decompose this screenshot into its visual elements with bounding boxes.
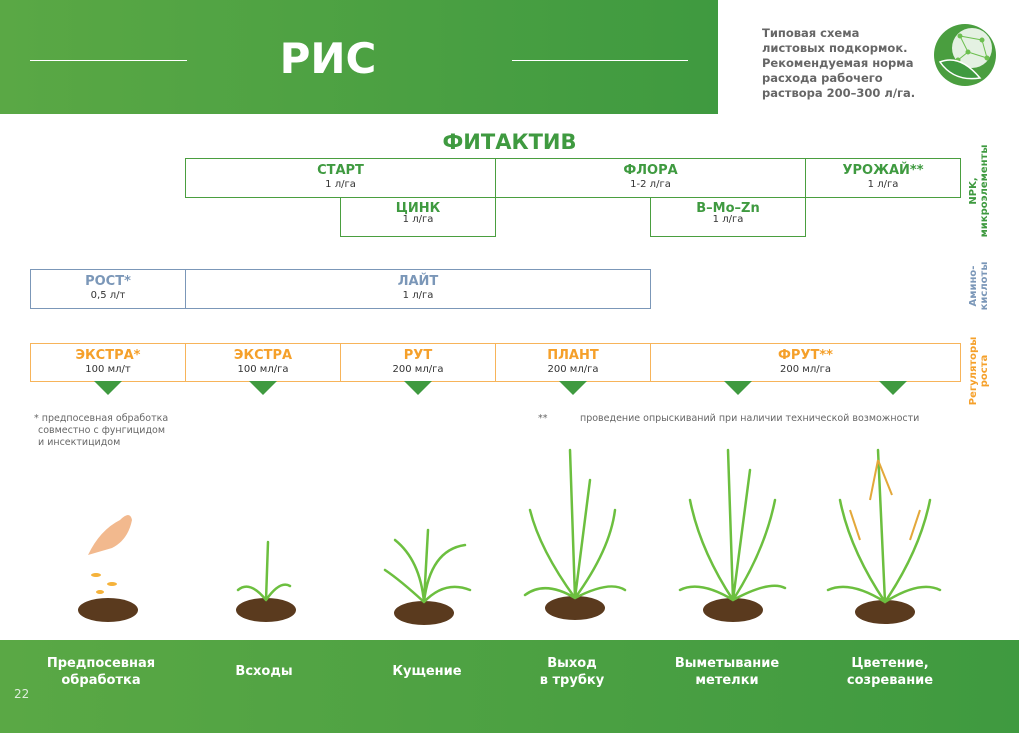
product-extra-seed: ЭКСТРА*100 мл/т	[30, 343, 186, 382]
hand-seeds-icon	[88, 515, 132, 594]
arrow-down-icon	[249, 381, 277, 395]
product-rate: 1 л/га	[325, 179, 356, 190]
product-rate: 200 мл/га	[392, 364, 444, 375]
plant-illustrations	[78, 448, 942, 625]
description-line: листовых подкормок.	[762, 41, 908, 55]
stage-line: Всходы	[235, 664, 293, 679]
product-urozhai: УРОЖАЙ**1 л/га	[805, 158, 961, 198]
note-spraying: проведение опрыскиваний при наличии техн…	[580, 413, 920, 424]
soil-icon	[78, 598, 138, 622]
stage-flowering: Цветение, созревание	[815, 655, 965, 689]
product-name: РОСТ*	[85, 274, 131, 289]
product-name: ФРУТ**	[778, 348, 833, 363]
stage-line: Кущение	[392, 664, 462, 679]
description-line: Типовая схема	[762, 26, 860, 40]
product-name: ЛАЙТ	[397, 274, 439, 289]
description-line: Рекомендуемая норма	[762, 56, 914, 70]
side-label-growth: Регуляторы роста	[968, 336, 990, 406]
brand-title: ФИТАКТИВ	[442, 130, 577, 154]
product-rate: 1 л/га	[402, 214, 434, 225]
stage-line: Выход	[547, 656, 597, 671]
product-name: ЦИНК	[395, 201, 441, 216]
product-rate: 200 мл/га	[780, 364, 831, 375]
divider	[30, 60, 187, 61]
arrow-down-icon	[724, 381, 752, 395]
product-name: РУТ	[403, 348, 433, 363]
side-label-npk: NPK, микроэлементы	[968, 144, 990, 238]
product-rate: 1 л/га	[867, 179, 899, 190]
side-label-amino: Амино- кислоты	[968, 261, 990, 311]
note-seed-treatment: * предпосевная обработка совместно с фун…	[34, 413, 168, 449]
soil-icon	[545, 596, 605, 620]
product-frut: ФРУТ**200 мл/га	[650, 343, 961, 382]
stage-presowing: Предпосевная обработка	[26, 655, 176, 689]
stage-line: метелки	[695, 673, 759, 688]
note-line: и инсектицидом	[38, 437, 121, 448]
product-rate: 200 мл/га	[547, 364, 599, 375]
note-line: совместно с фунгицидом	[38, 425, 165, 436]
product-name: ЭКСТРА	[233, 348, 293, 363]
page-title: РИС	[279, 34, 377, 83]
description-line: раствора 200–300 л/га.	[762, 86, 916, 100]
stage-heading: Выметывание метелки	[652, 655, 802, 689]
product-name: B–Mo–Zn	[696, 201, 760, 216]
note-line: * предпосевная обработка	[34, 413, 169, 424]
stage-line: в трубку	[539, 673, 605, 688]
arrow-down-icon	[879, 381, 907, 395]
soil-icon	[236, 598, 296, 622]
product-rate: 0,5 л/т	[90, 290, 126, 301]
product-name: СТАРТ	[317, 163, 364, 178]
product-rost: РОСТ*0,5 л/т	[30, 269, 186, 309]
product-rate: 100 мл/га	[237, 364, 289, 375]
stage-line: Цветение,	[851, 656, 929, 671]
logo-icon	[934, 24, 996, 86]
stage-line: обработка	[61, 673, 141, 688]
product-rate: 100 мл/т	[85, 364, 131, 375]
product-name: ЭКСТРА*	[75, 348, 141, 363]
footer-band	[0, 640, 1019, 733]
soil-icon	[855, 600, 915, 624]
divider	[512, 60, 688, 61]
arrow-down-icon	[94, 381, 122, 395]
description-line: расхода рабочего	[762, 71, 883, 85]
arrow-down-icon	[404, 381, 432, 395]
header-band	[0, 0, 718, 114]
stage-tillering: Кущение	[352, 663, 502, 680]
stage-line: Выметывание	[674, 656, 780, 671]
stage-booting: Выход в трубку	[497, 655, 647, 689]
product-name: ФЛОРА	[623, 163, 678, 178]
product-name: УРОЖАЙ**	[842, 163, 924, 178]
product-name: ПЛАНТ	[547, 348, 599, 363]
soil-icon	[394, 601, 454, 625]
soil-icon	[703, 598, 763, 622]
product-rate: 1 л/га	[712, 214, 744, 225]
product-rate: 1 л/га	[402, 290, 434, 301]
stage-line: Предпосевная	[46, 656, 156, 671]
page-number: 22	[14, 687, 30, 701]
stage-seedlings: Всходы	[189, 663, 339, 680]
stage-line: созревание	[846, 673, 934, 688]
product-rate: 1-2 л/га	[630, 179, 671, 190]
arrow-down-icon	[559, 381, 587, 395]
note-mark: **	[538, 413, 548, 424]
description: Типовая схема листовых подкормок. Рекоме…	[762, 26, 915, 101]
